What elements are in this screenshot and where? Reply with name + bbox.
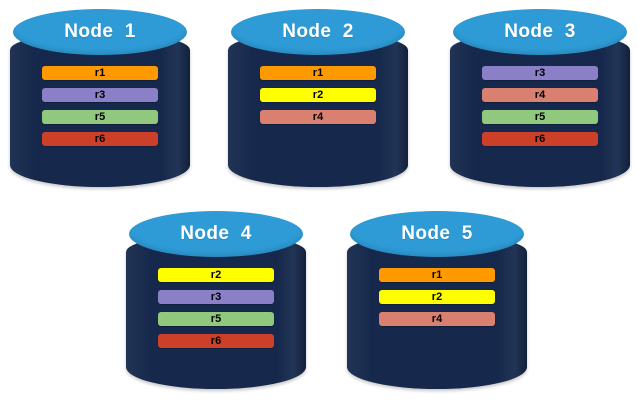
cylinder-top-ellipse-icon <box>129 211 303 257</box>
record-list: r2 r3 r5 r6 <box>158 268 274 348</box>
record-bar[interactable]: r6 <box>482 132 598 146</box>
record-bar[interactable]: r4 <box>260 110 376 124</box>
record-bar[interactable]: r1 <box>42 66 158 80</box>
record-bar[interactable]: r3 <box>42 88 158 102</box>
record-list: r1 r2 r4 <box>379 268 495 326</box>
record-list: r1 r2 r4 <box>260 66 376 124</box>
cylinder-body-icon <box>347 234 527 389</box>
cylinder-top-ellipse-icon <box>231 9 405 55</box>
record-bar[interactable]: r3 <box>482 66 598 80</box>
record-bar[interactable]: r4 <box>482 88 598 102</box>
record-bar[interactable]: r1 <box>260 66 376 80</box>
record-bar[interactable]: r2 <box>260 88 376 102</box>
record-list: r1 r3 r5 r6 <box>42 66 158 146</box>
cylinder-body-icon <box>228 32 408 187</box>
record-bar[interactable]: r6 <box>158 334 274 348</box>
record-list: r3 r4 r5 r6 <box>482 66 598 146</box>
record-bar[interactable]: r6 <box>42 132 158 146</box>
record-bar[interactable]: r2 <box>379 290 495 304</box>
record-bar[interactable]: r1 <box>379 268 495 282</box>
cylinder-body-icon <box>450 32 630 187</box>
record-bar[interactable]: r5 <box>158 312 274 326</box>
cylinder-body-icon <box>10 32 190 187</box>
record-bar[interactable]: r5 <box>42 110 158 124</box>
cylinder-top-ellipse-icon <box>13 9 187 55</box>
record-bar[interactable]: r4 <box>379 312 495 326</box>
cylinder-top-ellipse-icon <box>453 9 627 55</box>
record-bar[interactable]: r5 <box>482 110 598 124</box>
record-bar[interactable]: r3 <box>158 290 274 304</box>
cylinder-top-ellipse-icon <box>350 211 524 257</box>
record-bar[interactable]: r2 <box>158 268 274 282</box>
cylinder-body-icon <box>126 234 306 389</box>
